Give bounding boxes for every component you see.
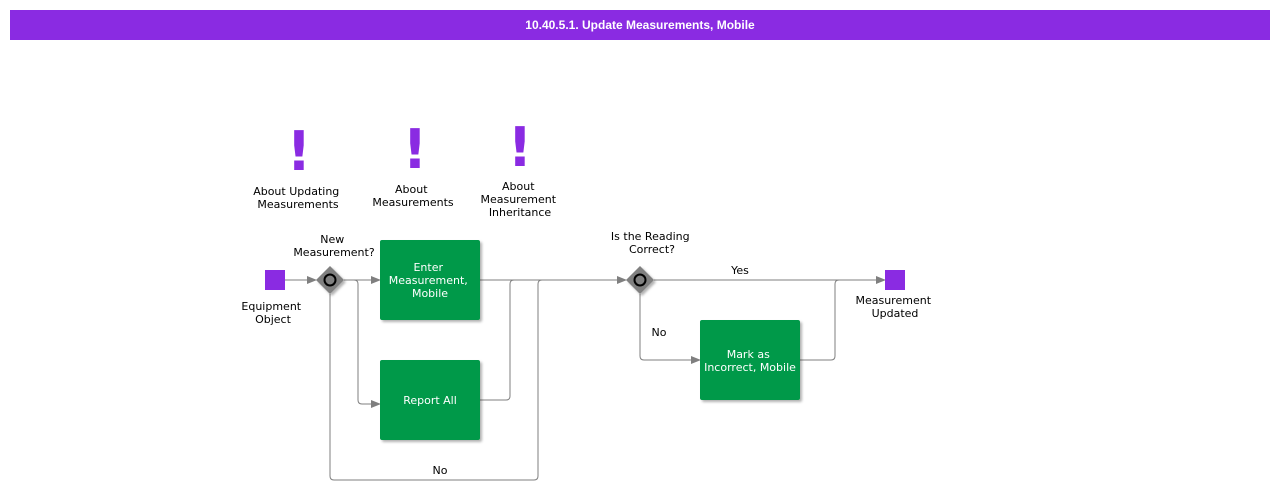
flow-label-yes: Yes <box>730 264 749 277</box>
start-event[interactable]: Equipment Object <box>241 270 304 326</box>
exclamation-icon: ! <box>287 120 312 183</box>
flow-label-no: No <box>652 326 667 339</box>
task-shape <box>700 320 800 400</box>
exclamation-icon: ! <box>403 118 428 181</box>
note-about-measurement-inheritance[interactable]: ! About Measurement Inheritance <box>480 116 559 219</box>
gateway-label: Is the Reading Correct? <box>611 230 693 256</box>
gateway-diamond <box>626 266 654 294</box>
gateway-new-measurement[interactable]: New Measurement? <box>293 233 375 294</box>
gateway-label: New Measurement? <box>293 233 375 259</box>
task-label: Enter Measurement, Mobile <box>389 261 472 300</box>
flow-gateway-to-report <box>344 279 381 408</box>
exclamation-icon: ! <box>508 116 533 179</box>
sequence-flows <box>285 276 886 481</box>
task-enter-measurement[interactable]: Enter Measurement, Mobile <box>380 240 480 320</box>
flow-report-to-gateway2 <box>480 279 515 401</box>
note-label: About Measurements <box>372 183 454 209</box>
diagram-title: 10.40.5.1. Update Measurements, Mobile <box>10 10 1270 40</box>
end-event-label: Measurement Updated <box>855 294 934 320</box>
end-event-shape <box>885 270 905 290</box>
task-mark-as-incorrect[interactable]: Mark as Incorrect, Mobile <box>700 320 800 400</box>
end-event[interactable]: Measurement Updated <box>855 270 934 320</box>
start-event-shape <box>265 270 285 290</box>
flow-mark-to-end <box>800 279 840 361</box>
gateway-diamond <box>316 266 344 294</box>
gateway-is-reading-correct[interactable]: Is the Reading Correct? <box>611 230 693 294</box>
start-event-label: Equipment Object <box>241 300 304 326</box>
gateway-marker-icon <box>323 273 337 287</box>
task-shape <box>380 240 480 320</box>
note-about-measurements[interactable]: ! About Measurements <box>372 118 454 209</box>
task-label: Mark as Incorrect, Mobile <box>704 348 796 374</box>
flow-no <box>639 294 701 364</box>
note-label: About Updating Measurements <box>253 185 343 211</box>
flow-gateway-no <box>329 279 543 481</box>
task-report-all[interactable]: Report All <box>380 360 480 440</box>
task-label: Report All <box>403 394 457 407</box>
task-shape <box>380 360 480 440</box>
note-about-updating-measurements[interactable]: ! About Updating Measurements <box>253 120 343 211</box>
note-label: About Measurement Inheritance <box>480 180 559 219</box>
gateway-marker-icon <box>633 273 647 287</box>
flow-label-no: No <box>433 464 448 477</box>
